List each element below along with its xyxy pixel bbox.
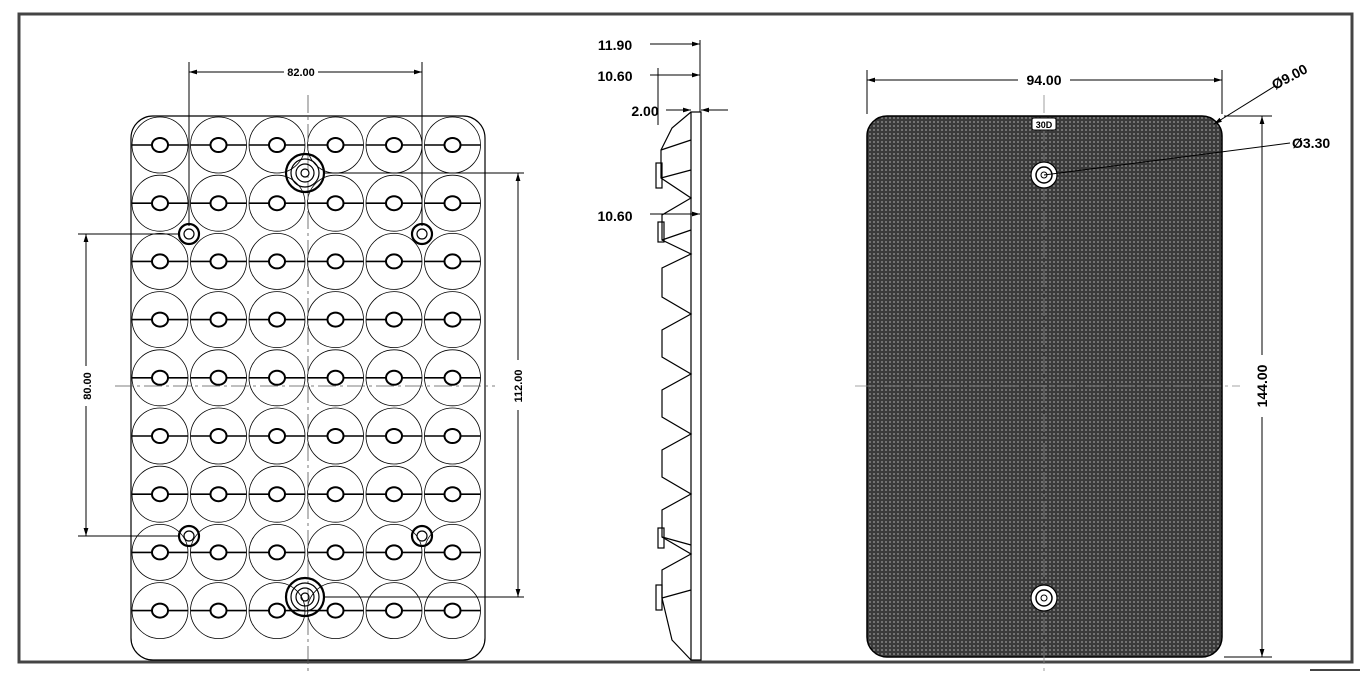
lens-cell [365, 349, 423, 407]
marking-30d: 30D [1031, 117, 1057, 131]
lens-cell [190, 291, 247, 349]
back-view: 30D 94.00 144.00 [855, 61, 1330, 675]
dim-94: 94.00 [866, 70, 1223, 114]
mount-hole-top-right [410, 222, 434, 246]
lens-cell [424, 582, 481, 639]
lens-cell [190, 349, 247, 407]
dim-2-00: 2.00 [631, 103, 728, 119]
lens-cell [131, 174, 189, 232]
dim-112: 112.00 [325, 172, 525, 598]
dim-11-90: 11.90 [598, 37, 701, 112]
side-lens-profile [660, 111, 693, 661]
lens-cell [307, 524, 364, 581]
lens-grid [131, 116, 481, 639]
lens-cell [190, 465, 247, 523]
lens-cell [131, 232, 189, 290]
lens-cell [248, 174, 306, 232]
center-screw-hole-bottom [284, 576, 326, 618]
lens-cell [424, 116, 481, 174]
lens-cell [131, 291, 189, 349]
lens-cell [190, 407, 247, 465]
lens-cell [424, 349, 481, 407]
lens-cell [424, 465, 481, 523]
front-view: 82.00 80.00 112.00 [78, 62, 525, 675]
lens-cell [307, 465, 364, 523]
dim-144-label: 144.00 [1254, 364, 1270, 407]
lens-cell [190, 116, 247, 174]
dim-10-60-top: 10.60 [597, 68, 700, 125]
dim-corner-diameter-label: Ø9.00 [1269, 61, 1310, 93]
lens-cell [365, 116, 423, 174]
lens-cell [131, 524, 189, 581]
side-view: 11.90 10.60 2.00 10.60 [597, 37, 728, 661]
lens-cell [424, 291, 481, 349]
lens-cell [365, 407, 423, 465]
lens-cell [131, 116, 189, 174]
dim-80-label: 80.00 [82, 372, 94, 400]
lens-cell [307, 582, 364, 639]
lens-cell [248, 349, 306, 407]
back-hole-bottom [1030, 584, 1058, 612]
dim-hole-diameter-label: Ø3.30 [1292, 135, 1330, 151]
dim-2-00-label: 2.00 [631, 103, 658, 119]
lens-cell [365, 524, 423, 581]
side-base-plate [690, 111, 702, 661]
lens-cell [248, 232, 306, 290]
dim-112-label: 112.00 [513, 369, 525, 402]
lens-cell [248, 524, 306, 581]
marking-30d-label: 30D [1036, 120, 1053, 130]
lens-cell [307, 407, 364, 465]
lens-cell [307, 232, 364, 290]
lens-cell [131, 582, 189, 639]
dim-10-60-mid: 10.60 [597, 208, 700, 224]
lens-cell [248, 116, 306, 174]
lens-cell [365, 582, 423, 639]
lens-cell [365, 465, 423, 523]
lens-cell [424, 174, 481, 232]
dim-corner-diameter: Ø9.00 [1213, 61, 1310, 125]
lens-cell [248, 291, 306, 349]
lens-cell [365, 174, 423, 232]
lens-cell [307, 291, 364, 349]
lens-cell [424, 524, 481, 581]
dim-hole-diameter: Ø3.30 [1043, 135, 1330, 176]
mount-hole-top-left [177, 222, 201, 246]
lens-cell [307, 349, 364, 407]
dim-80: 80.00 [78, 233, 180, 537]
lens-cell [248, 407, 306, 465]
dim-82: 82.00 [188, 62, 423, 226]
drawing-border [17, 12, 1354, 664]
lens-cell [248, 582, 306, 639]
dim-10-60-mid-label: 10.60 [597, 208, 632, 224]
dim-10-60-top-label: 10.60 [597, 68, 632, 84]
lens-cell [248, 465, 306, 523]
lens-cell [307, 174, 364, 232]
lens-cell [424, 407, 481, 465]
lens-cell [190, 582, 247, 639]
dim-144: 144.00 [1224, 115, 1272, 658]
lens-cell [190, 232, 247, 290]
lens-cell [365, 232, 423, 290]
lens-cell [131, 465, 189, 523]
center-screw-hole-top [284, 152, 326, 194]
lens-cell [365, 291, 423, 349]
back-plate [866, 115, 1223, 658]
lens-cell [190, 174, 247, 232]
lens-cell [190, 524, 247, 581]
lens-cell [307, 116, 364, 174]
mount-hole-bottom-right [410, 524, 434, 548]
lens-cell [131, 407, 189, 465]
lens-cell [424, 232, 481, 290]
dim-94-label: 94.00 [1026, 72, 1061, 88]
dim-11-90-label: 11.90 [598, 37, 632, 53]
dim-82-label: 82.00 [287, 67, 315, 79]
lens-cell [131, 349, 189, 407]
